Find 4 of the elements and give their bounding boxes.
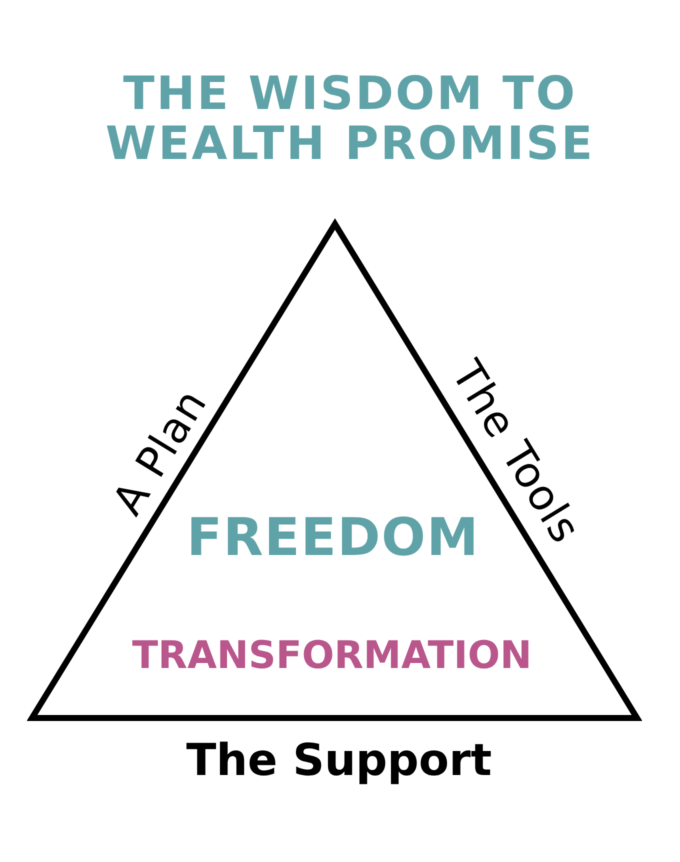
inner-base-label: TRANSFORMATION: [132, 636, 532, 674]
title: THE WISDOM TO WEALTH PROMISE: [104, 68, 596, 168]
center-label: FREEDOM: [186, 512, 480, 564]
side-label: The Support: [186, 739, 492, 783]
